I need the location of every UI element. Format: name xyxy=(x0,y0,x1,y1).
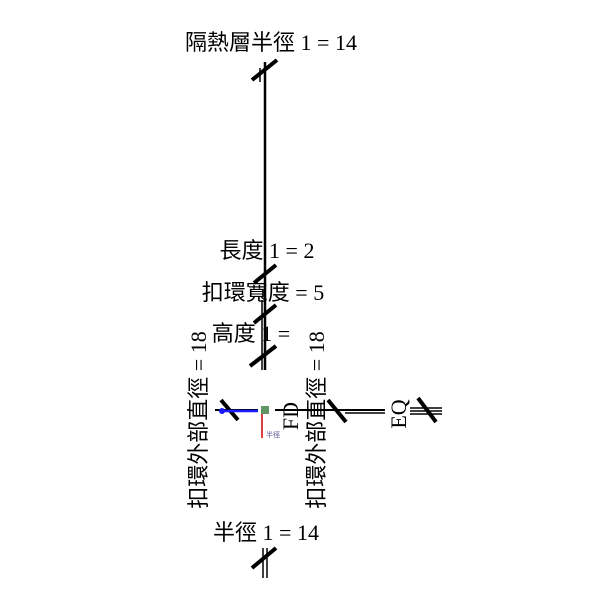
tick-ring-width xyxy=(252,303,278,325)
insulation-radius-label: 隔熱層半徑 1 = 14 xyxy=(185,30,357,55)
length-label: 長度 1 = 2 xyxy=(220,238,315,263)
ring-outer-diameter-right-label: 扣環外部直徑 = 18 xyxy=(304,331,329,508)
bottom-dimension-line xyxy=(262,548,268,578)
fd-label: FD xyxy=(278,402,303,430)
tick-bottom xyxy=(250,546,278,570)
ring-outer-diameter-left-label: 扣環外部直徑 = 18 xyxy=(186,331,211,508)
tick-eq xyxy=(416,396,438,424)
tick-length xyxy=(252,263,278,285)
radius-label: 半徑 1 = 14 xyxy=(213,520,319,545)
radius-small-label: 半徑 xyxy=(266,430,280,439)
eq-label: EQ xyxy=(386,399,411,428)
tick-top xyxy=(250,58,279,82)
tick-height xyxy=(248,344,278,368)
blue-point xyxy=(219,408,225,414)
ring-width-label: 扣環寬度 = 5 xyxy=(202,280,324,305)
height-label: 高度 1 = xyxy=(212,321,290,346)
origin-marker xyxy=(261,406,269,414)
